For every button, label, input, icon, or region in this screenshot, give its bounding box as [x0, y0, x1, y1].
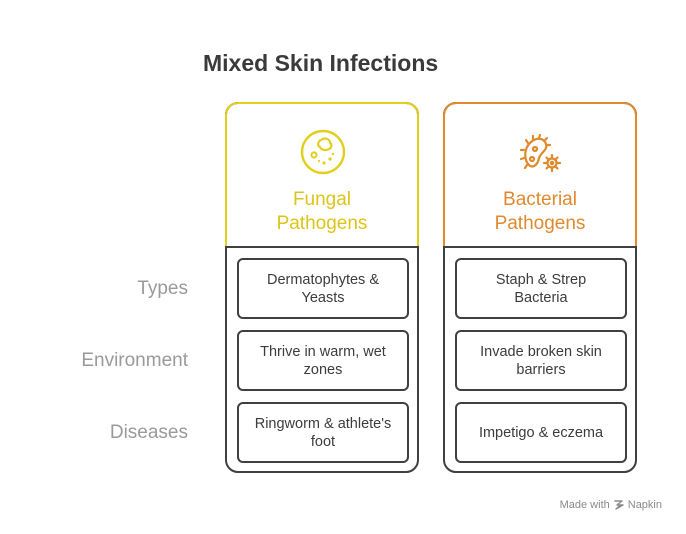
- bacteria-icon: [519, 133, 562, 173]
- row-label-diseases: Diseases: [109, 422, 188, 443]
- fungal-diseases-cell: Ringworm & athlete's foot: [237, 402, 409, 463]
- bacterial-column-title: Bacterial Pathogens: [445, 188, 635, 236]
- bacterial-diseases-cell: Impetigo & eczema: [455, 402, 627, 463]
- bacterial-column-header: [443, 102, 637, 248]
- fungal-environment-cell: Thrive in warm, wet zones: [237, 330, 409, 391]
- fungal-column-title: Fungal Pathogens: [227, 188, 417, 236]
- made-with-napkin-footer: Made with Napkin: [560, 499, 662, 511]
- cell-text-line: Thrive in warm, wet: [260, 343, 386, 360]
- bacterial-environment-cell: Invade broken skin barriers: [455, 330, 627, 391]
- bacterial-column-divider: [443, 246, 637, 248]
- bacterial-pathogens-column: Bacterial Pathogens Staph & Strep Bacter…: [443, 102, 637, 473]
- fungal-column-header: [225, 102, 419, 248]
- fungus-cell-icon: [300, 129, 346, 175]
- cell-text-line: zones: [303, 361, 343, 378]
- fungal-types-cell: Dermatophytes & Yeasts: [237, 258, 409, 319]
- cell-text-line: Yeasts: [301, 289, 345, 306]
- cell-text-line: Staph & Strep: [495, 271, 587, 288]
- cell-text-line: Dermatophytes &: [266, 271, 380, 288]
- napkin-brand-label: Napkin: [627, 499, 662, 511]
- cell-text-line: Ringworm & athlete's: [254, 415, 392, 432]
- row-label-types: Types: [137, 278, 188, 299]
- bacterial-types-cell: Staph & Strep Bacteria: [455, 258, 627, 319]
- cell-text-line: Impetigo & eczema: [478, 424, 604, 441]
- cell-text-line: barriers: [516, 361, 566, 378]
- fungal-title-line-2: Pathogens: [276, 213, 368, 234]
- cell-text-line: foot: [310, 433, 336, 450]
- cell-text-line: Bacteria: [514, 289, 568, 306]
- row-label-environment: Environment: [81, 350, 188, 371]
- made-with-label: Made with: [559, 499, 610, 511]
- fungal-pathogens-column: Fungal Pathogens Dermatophytes & Yeasts …: [225, 102, 419, 473]
- fungal-column-divider: [225, 246, 419, 248]
- page-title: Mixed Skin Infections: [203, 50, 439, 76]
- bacterial-title-line-2: Pathogens: [494, 213, 586, 234]
- bacterial-title-line-1: Bacterial: [503, 189, 577, 210]
- napkin-logo-icon: [614, 500, 624, 510]
- cell-text-line: Invade broken skin: [480, 343, 602, 360]
- fungal-title-line-1: Fungal: [292, 189, 352, 210]
